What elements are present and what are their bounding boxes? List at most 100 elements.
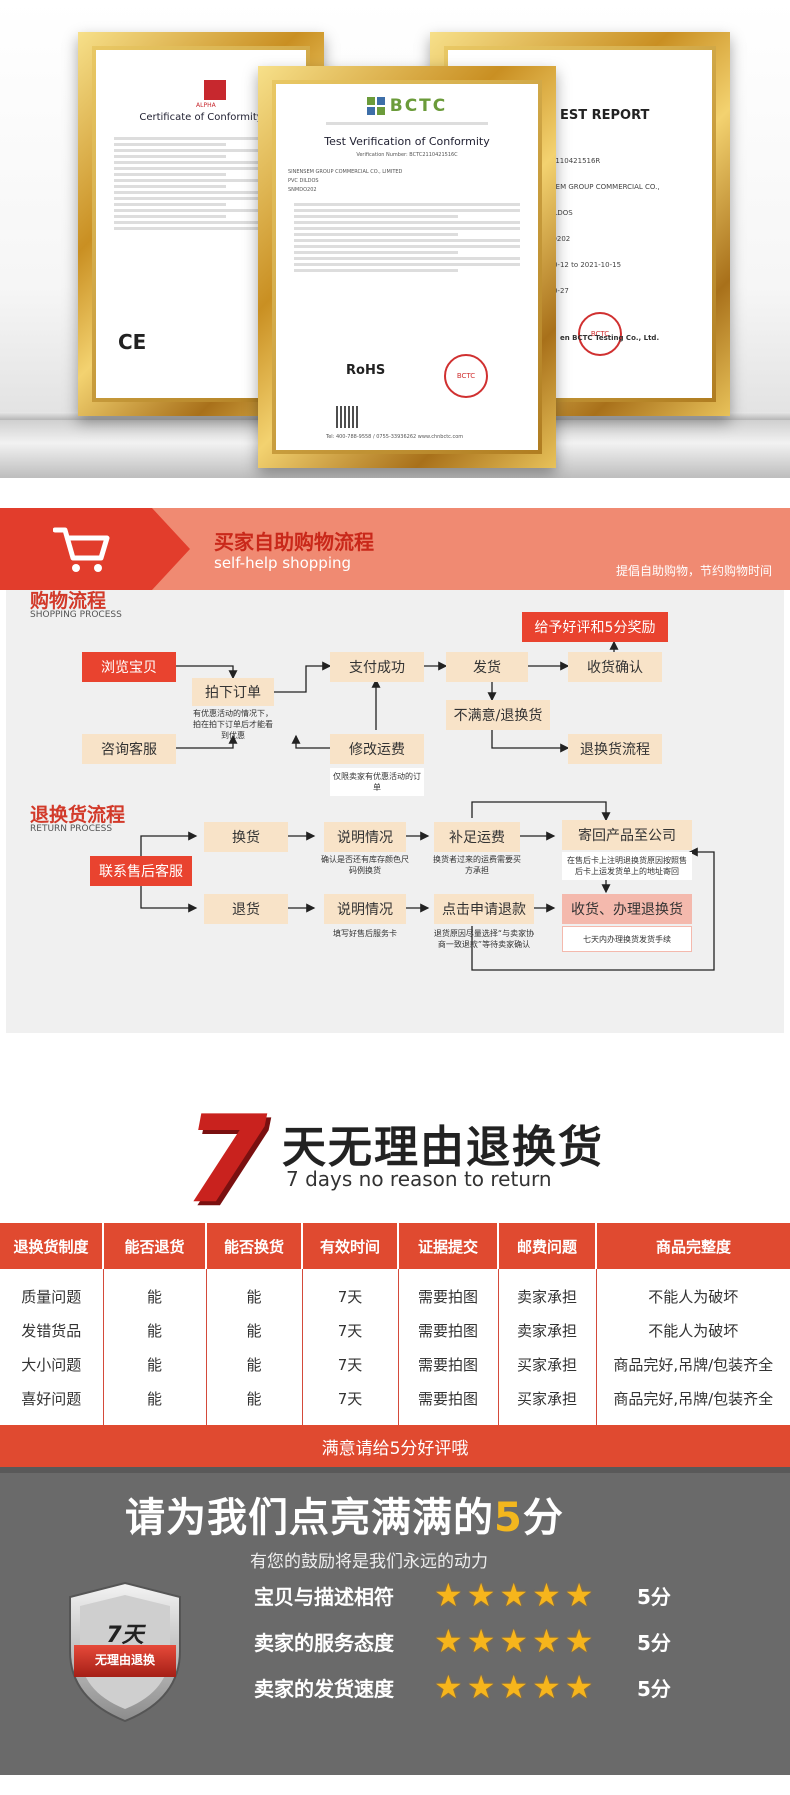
table-cell: 需要拍图 bbox=[398, 1313, 499, 1347]
table-cell: 买家承担 bbox=[498, 1381, 597, 1425]
rating-title-five: 5 bbox=[494, 1495, 523, 1541]
step-receive-handle: 收货、办理退换货 bbox=[562, 894, 692, 924]
shopping-slogan: 提倡自助购物，节约购物时间 bbox=[615, 564, 772, 578]
report-title: EST REPORT bbox=[560, 108, 650, 123]
table-cell: 卖家承担 bbox=[498, 1269, 597, 1313]
table-cell: 能 bbox=[103, 1347, 207, 1381]
star-group[interactable]: ★★★★★ bbox=[434, 1625, 629, 1657]
star-icon[interactable]: ★ bbox=[532, 1668, 561, 1706]
rating-label: 宝贝与描述相符 bbox=[254, 1584, 394, 1609]
step-unsatisfied: 不满意/退换货 bbox=[446, 700, 550, 730]
star-icon[interactable]: ★ bbox=[499, 1576, 529, 1614]
table-header-cell: 退换货制度 bbox=[0, 1223, 104, 1269]
table-cell: 能 bbox=[103, 1313, 207, 1347]
return-process-title: 退换货流程 bbox=[30, 804, 126, 826]
step-pay-shipping: 补足运费 bbox=[434, 822, 520, 852]
step-send-back: 寄回产品至公司 bbox=[562, 820, 692, 850]
step-explain-refund: 说明情况 bbox=[324, 894, 406, 924]
star-icon[interactable]: ★ bbox=[434, 1668, 463, 1706]
table-cell: 不能人为破坏 bbox=[648, 1321, 739, 1340]
rating-score: 5分 bbox=[637, 1676, 671, 1701]
table-cell: 能 bbox=[103, 1381, 207, 1425]
report-item: DILDOS bbox=[546, 209, 573, 217]
rating-score: 5分 bbox=[637, 1584, 671, 1609]
note-explain-exchange: 确认是否还有库存颜色尺码例换货 bbox=[321, 855, 409, 875]
step-explain-exchange: 说明情况 bbox=[324, 822, 406, 852]
step-contact-service: 联系售后客服 bbox=[90, 856, 192, 886]
qr-code-icon bbox=[336, 406, 358, 428]
shield-text-bottom: 无理由退换 bbox=[94, 1653, 155, 1667]
ce-cert-title: Certificate of Conformity bbox=[139, 112, 263, 123]
star-icon[interactable]: ★ bbox=[564, 1576, 594, 1614]
product-type: SNMDO202 bbox=[288, 187, 317, 193]
report-issue: -10-27 bbox=[546, 287, 569, 295]
shopping-title: 买家自助购物流程 bbox=[214, 530, 374, 554]
table-row: 质量问题 能 能 7天 需要拍图 卖家承担 不能人为破坏 bbox=[0, 1269, 790, 1313]
rating-row: 卖家的服务态度 ★★★★★ 5分 bbox=[254, 1625, 671, 1657]
shopping-cart-icon bbox=[53, 527, 110, 572]
certificate-frame-middle: BCTC Test Verification of Conformity Ver… bbox=[258, 66, 556, 468]
step-consult: 咨询客服 bbox=[82, 734, 176, 764]
table-cell: 7天 bbox=[302, 1269, 399, 1313]
star-icon[interactable]: ★ bbox=[434, 1622, 463, 1660]
star-icon[interactable]: ★ bbox=[466, 1576, 496, 1614]
step-confirm: 收货确认 bbox=[568, 652, 662, 682]
star-icon[interactable]: ★ bbox=[532, 1576, 561, 1614]
shopping-process-sub: SHOPPING PROCESS bbox=[30, 610, 122, 620]
table-cell: 能 bbox=[206, 1381, 303, 1425]
star-icon[interactable]: ★ bbox=[466, 1668, 496, 1706]
table-cell: 能 bbox=[206, 1269, 303, 1313]
star-icon[interactable]: ★ bbox=[466, 1622, 496, 1660]
note-pay-shipping: 换货者过来的运费需要买方承担 bbox=[433, 855, 521, 875]
verification-number: Verification Number: BCTC2110421516C bbox=[356, 152, 458, 158]
bctc-logo-icon bbox=[366, 97, 385, 115]
product-name: PVC DILDOS bbox=[288, 178, 319, 184]
table-cell: 商品完好,吊牌/包装齐全 bbox=[613, 1389, 774, 1408]
big-seven-icon: 7 bbox=[184, 1091, 268, 1230]
star-icon[interactable]: ★ bbox=[564, 1668, 594, 1706]
table-header-cell: 能否换货 bbox=[206, 1223, 303, 1269]
star-icon[interactable]: ★ bbox=[532, 1622, 561, 1660]
shield-text-top: 7天 bbox=[106, 1623, 144, 1648]
table-header-row: 退换货制度 能否退货 能否换货 有效时间 证据提交 邮费问题 商品完整度 bbox=[0, 1223, 790, 1269]
table-cell: 不能人为破坏 bbox=[648, 1287, 739, 1306]
step-apply-refund: 点击申请退款 bbox=[434, 894, 534, 924]
table-cell: 能 bbox=[103, 1269, 207, 1313]
star-icon[interactable]: ★ bbox=[434, 1576, 463, 1614]
table-cell: 买家承担 bbox=[498, 1347, 597, 1381]
table-cell: 质量问题 bbox=[0, 1269, 104, 1313]
table-cell: 7天 bbox=[302, 1381, 399, 1425]
report-model: DO202 bbox=[546, 235, 571, 243]
note-modify: 仅限卖家有优惠活动的订单 bbox=[330, 768, 424, 796]
report-number: C2110421516R bbox=[546, 157, 601, 165]
step-refund: 退货 bbox=[204, 894, 288, 924]
return-process-sub: RETURN PROCESS bbox=[30, 824, 113, 834]
star-icon[interactable]: ★ bbox=[499, 1668, 529, 1706]
shopping-process-title: 购物流程 bbox=[30, 590, 107, 612]
bctc-logo: BCTC bbox=[276, 96, 538, 116]
cert-footer: Tel: 400-788-9558 / 0755-33936262 www.ch… bbox=[326, 434, 464, 440]
rating-section: 请为我们点亮满满的5分 有您的鼓励将是我们永远的动力 7天 无理由退换 宝贝与描… bbox=[0, 1467, 790, 1775]
red-seal-icon: BCTC bbox=[444, 354, 488, 398]
table-cell: 发错货品 bbox=[0, 1313, 104, 1347]
star-icon[interactable]: ★ bbox=[499, 1622, 529, 1660]
note-send-back: 在售后卡上注明退换货原因按照售后卡上运发货单上的地址寄回 bbox=[562, 852, 692, 880]
applicant: SINENSEM GROUP COMMERCIAL CO., LIMITED bbox=[288, 169, 403, 175]
process-flow: 购物流程 SHOPPING PROCESS 浏览宝贝 拍下订单 有优惠活动的情况… bbox=[6, 590, 784, 1033]
star-group[interactable]: ★★★★★ bbox=[434, 1671, 629, 1703]
rohs-mark: RoHS bbox=[346, 363, 386, 378]
return-policy-table: 退换货制度 能否退货 能否换货 有效时间 证据提交 邮费问题 商品完整度 质量问… bbox=[0, 1223, 790, 1467]
bctc-logo-text: BCTC bbox=[389, 96, 448, 116]
shopping-subtitle: self-help shopping bbox=[214, 554, 352, 572]
star-icon[interactable]: ★ bbox=[564, 1622, 594, 1660]
rating-title-text: 请为我们点亮满满的 bbox=[125, 1495, 494, 1541]
step-return-flow: 退换货流程 bbox=[568, 734, 662, 764]
seven-day-title: 天无理由退换货 bbox=[282, 1122, 604, 1173]
star-group[interactable]: ★★★★★ bbox=[434, 1579, 629, 1611]
testing-company: en BCTC Testing Co., Ltd. bbox=[560, 334, 660, 342]
step-order: 拍下订单 bbox=[192, 678, 274, 706]
seven-day-shield-icon bbox=[69, 1581, 181, 1723]
praise-banner: 满意请给5分好评哦 bbox=[0, 1425, 790, 1467]
table-cell: 大小问题 bbox=[0, 1347, 104, 1381]
